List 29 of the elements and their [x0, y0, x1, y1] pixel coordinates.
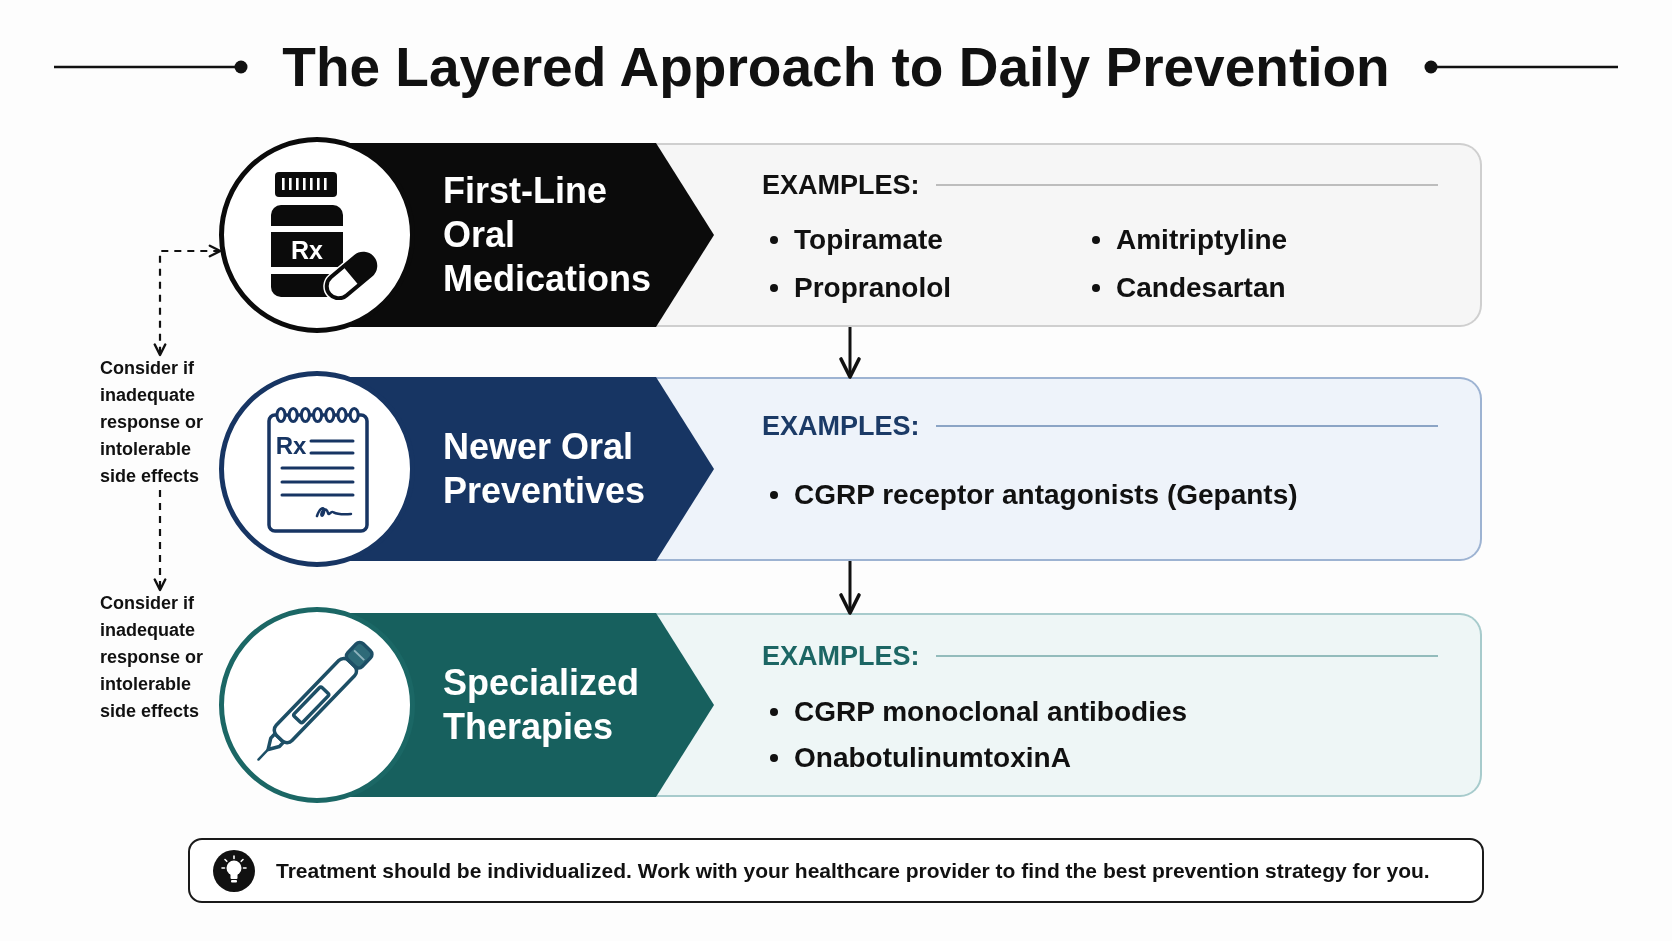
icon-circle [219, 607, 415, 803]
section-heading: EXAMPLES: [762, 169, 920, 202]
banner-heading: Specialized Therapies [443, 661, 641, 749]
banner-heading: First-Line Oral Medications [443, 169, 653, 301]
chevron-banner [415, 613, 714, 797]
list-item: Candesartan [1116, 271, 1286, 305]
list-item: OnabotulinumtoxinA [794, 741, 1071, 775]
section-heading: EXAMPLES: [762, 640, 920, 673]
banner-heading: Newer Oral Preventives [443, 425, 647, 513]
examples-card [714, 377, 1482, 561]
list-item: Propranolol [794, 271, 952, 305]
list-item: CGRP monoclonal antibodies [794, 695, 1188, 729]
dashed-arrow [153, 244, 222, 357]
section-heading: EXAMPLES: [762, 410, 920, 443]
arrow [839, 327, 861, 379]
list-item: Amitriptyline [1116, 223, 1288, 257]
arrow [839, 561, 861, 615]
chevron-banner [415, 377, 714, 561]
note-text: Consider if inadequate response or intolerable side effects [100, 592, 205, 723]
tip-box [188, 838, 1484, 903]
chevron-banner [415, 143, 714, 327]
title: The Layered Approach to Daily Prevention [282, 35, 1390, 99]
examples-card [714, 143, 1482, 327]
note-text: Consider if inadequate response or intolerable side effects [100, 357, 205, 488]
list-item: CGRP receptor antagonists (Gepants) [794, 478, 1298, 512]
dashed-arrow [153, 490, 167, 592]
tip-text: Treatment should be individualized. Work with your healthcare provider to find the best prevention strategy for you. [276, 857, 1430, 884]
list-item: Topiramate [794, 223, 943, 257]
examples-card [714, 613, 1482, 797]
